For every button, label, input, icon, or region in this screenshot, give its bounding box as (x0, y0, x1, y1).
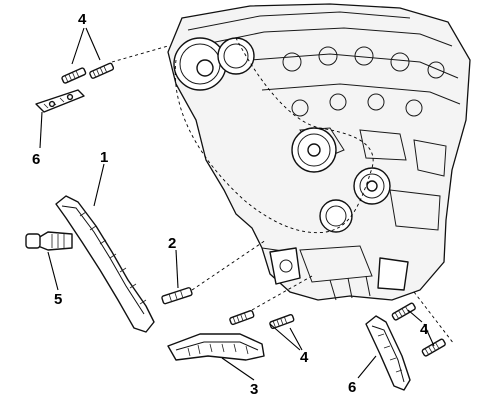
callout-4-upper: 4 (78, 11, 87, 28)
bolt-pair-middle (229, 275, 313, 330)
guide-pad-upper (35, 89, 85, 113)
callout-1: 1 (100, 149, 108, 166)
guide-bolt (161, 239, 267, 305)
callout-5: 5 (54, 291, 62, 308)
callout-4-middle: 4 (300, 349, 309, 366)
callout-3: 3 (250, 381, 258, 398)
callout-6-upper: 6 (32, 151, 40, 168)
tensioner (25, 231, 73, 251)
callout-4-right: 4 (420, 321, 429, 338)
engine-block (167, 3, 471, 301)
bolt-pair-right (391, 291, 455, 357)
callout-6-lower: 6 (348, 379, 356, 396)
callout-2: 2 (168, 235, 176, 252)
leader-lines (39, 27, 435, 381)
guide-pad-lower (365, 315, 411, 391)
lower-chain-guide (167, 333, 265, 361)
bolt-pair-upper (61, 45, 169, 84)
chain-guide-rail (55, 195, 155, 333)
